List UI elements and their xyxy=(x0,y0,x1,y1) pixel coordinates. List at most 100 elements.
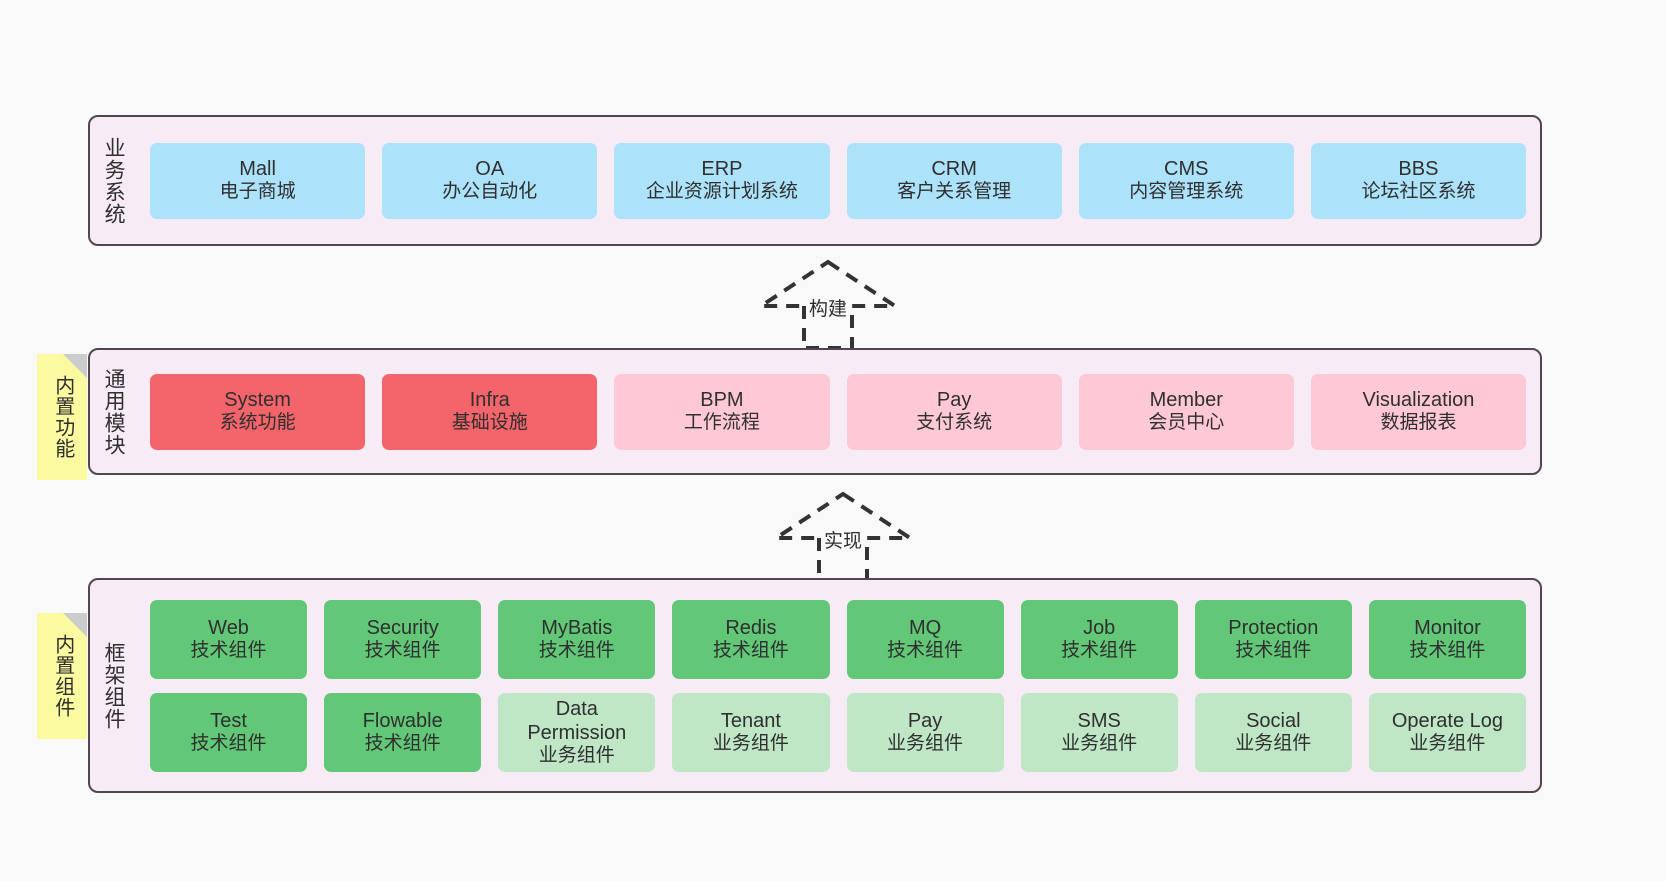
card-subtitle: 技术组件 xyxy=(538,639,615,661)
card-subtitle: 会员中心 xyxy=(1148,412,1225,434)
card-subtitle: 技术组件 xyxy=(190,639,267,661)
card-subtitle: 工作流程 xyxy=(683,412,760,434)
card-subtitle: 业务组件 xyxy=(538,744,615,766)
card-subtitle: 论坛社区系统 xyxy=(1361,181,1476,203)
card-title: Redis xyxy=(725,616,777,639)
connector-build: 构建 xyxy=(755,258,901,350)
common-module-layer-title: 通用模块 xyxy=(102,367,126,456)
card-subtitle: 办公自动化 xyxy=(442,181,538,203)
card-title: CMS xyxy=(1164,158,1209,181)
card-title: Security xyxy=(366,616,439,639)
card-subtitle: 技术组件 xyxy=(712,639,789,661)
card-subtitle: 业务组件 xyxy=(1409,732,1486,754)
card-subtitle: 业务组件 xyxy=(1061,732,1138,754)
card-title: Tenant xyxy=(720,709,781,732)
card-subtitle: 基础设施 xyxy=(451,412,528,434)
card-title: Test xyxy=(210,709,247,732)
card-subtitle: 业务组件 xyxy=(1235,732,1312,754)
card-subtitle: 内容管理系统 xyxy=(1129,181,1244,203)
sticky-fold-icon xyxy=(63,354,87,378)
card-subtitle: 支付系统 xyxy=(916,412,993,434)
card-title: MyBatis xyxy=(541,616,613,639)
card-title: BPM xyxy=(700,389,744,412)
card-title: Data Permission xyxy=(527,697,627,744)
card-title: Pay xyxy=(907,709,943,732)
business-system-layer-title: 业务系统 xyxy=(102,136,126,225)
card-subtitle: 技术组件 xyxy=(1235,639,1312,661)
card-subtitle: 客户关系管理 xyxy=(897,181,1012,203)
sticky-note-builtin-components: 内置组件 xyxy=(37,613,87,739)
card-title: ERP xyxy=(701,158,743,181)
card-subtitle: 技术组件 xyxy=(364,639,441,661)
card-title: Protection xyxy=(1228,616,1319,639)
card-subtitle: 技术组件 xyxy=(364,732,441,754)
card-title: MQ xyxy=(908,616,942,639)
card-subtitle: 企业资源计划系统 xyxy=(645,181,798,203)
card-subtitle: 电子商城 xyxy=(219,181,296,203)
sticky-note-builtin-features-label: 内置功能 xyxy=(51,375,74,459)
card-subtitle: 技术组件 xyxy=(887,639,964,661)
card-title: Mall xyxy=(239,158,276,181)
connector-implement-label: 实现 xyxy=(822,526,865,553)
connector-implement: 实现 xyxy=(770,490,916,582)
sticky-note-builtin-components-label: 内置组件 xyxy=(51,634,74,718)
card-title: Monitor xyxy=(1414,616,1481,639)
sticky-note-builtin-features: 内置功能 xyxy=(37,354,87,480)
sticky-fold-icon xyxy=(63,613,87,637)
card-subtitle: 业务组件 xyxy=(887,732,964,754)
framework-component-layer-title: 框架组件 xyxy=(102,641,126,730)
card-title: BBS xyxy=(1398,158,1439,181)
card-title: Job xyxy=(1083,616,1116,639)
card-title: Member xyxy=(1149,389,1223,412)
card-title: OA xyxy=(475,158,505,181)
card-title: SMS xyxy=(1077,709,1121,732)
card-title: Social xyxy=(1246,709,1301,732)
card-title: System xyxy=(224,389,291,412)
card-title: Pay xyxy=(936,389,972,412)
card-subtitle: 系统功能 xyxy=(219,412,296,434)
card-subtitle: 技术组件 xyxy=(1409,639,1486,661)
card-title: Web xyxy=(208,616,249,639)
card-title: Infra xyxy=(469,389,510,412)
card-title: Flowable xyxy=(362,709,443,732)
card-subtitle: 技术组件 xyxy=(190,732,267,754)
card-subtitle: 数据报表 xyxy=(1380,412,1457,434)
card-title: Operate Log xyxy=(1391,709,1504,732)
